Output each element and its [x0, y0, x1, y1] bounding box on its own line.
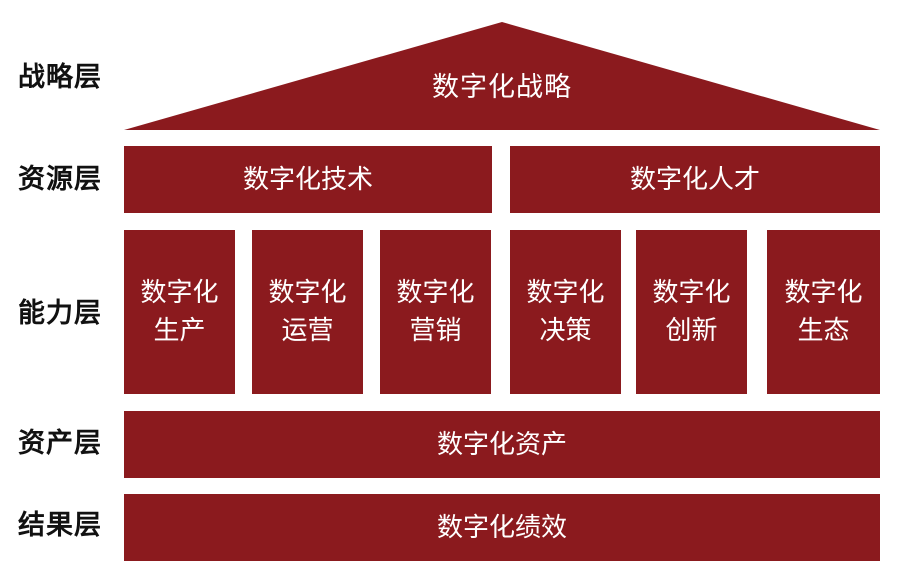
- capability-block-marketing: 数字化 营销: [380, 230, 491, 394]
- layer-label-asset: 资产层: [18, 428, 102, 459]
- layer-label-strategy: 战略层: [18, 62, 102, 93]
- capability-block-production: 数字化 生产: [124, 230, 235, 394]
- strategy-roof-shape: [124, 22, 880, 130]
- strategy-roof: [124, 22, 880, 130]
- capability-line1: 数字化: [652, 278, 731, 308]
- capability-block-decision: 数字化 决策: [510, 230, 621, 394]
- resource-label-talent: 数字化人才: [629, 164, 760, 195]
- result-block: 数字化绩效: [124, 494, 880, 561]
- capability-line2: 营销: [409, 316, 462, 346]
- capability-line2: 生产: [153, 316, 206, 346]
- resource-block-technology: 数字化技术: [124, 146, 492, 213]
- capability-line1: 数字化: [140, 278, 219, 308]
- strategy-label: 数字化战略: [432, 72, 572, 103]
- resource-block-talent: 数字化人才: [510, 146, 880, 213]
- capability-line2: 运营: [281, 316, 334, 346]
- capability-block-innovation: 数字化 创新: [636, 230, 747, 394]
- asset-block: 数字化资产: [124, 411, 880, 478]
- capability-line2: 生态: [797, 316, 850, 346]
- resource-label-technology: 数字化技术: [242, 164, 373, 195]
- asset-label: 数字化资产: [436, 429, 567, 460]
- capability-line1: 数字化: [268, 278, 347, 308]
- capability-line2: 创新: [665, 316, 718, 346]
- layer-label-resource: 资源层: [18, 164, 102, 195]
- layer-label-result: 结果层: [18, 510, 102, 541]
- capability-line2: 决策: [539, 316, 592, 346]
- capability-line1: 数字化: [784, 278, 863, 308]
- capability-line1: 数字化: [396, 278, 475, 308]
- result-label: 数字化绩效: [436, 512, 567, 543]
- capability-block-ecosystem: 数字化 生态: [767, 230, 880, 394]
- capability-block-operation: 数字化 运营: [252, 230, 363, 394]
- capability-line1: 数字化: [526, 278, 605, 308]
- layer-label-capability: 能力层: [18, 298, 102, 329]
